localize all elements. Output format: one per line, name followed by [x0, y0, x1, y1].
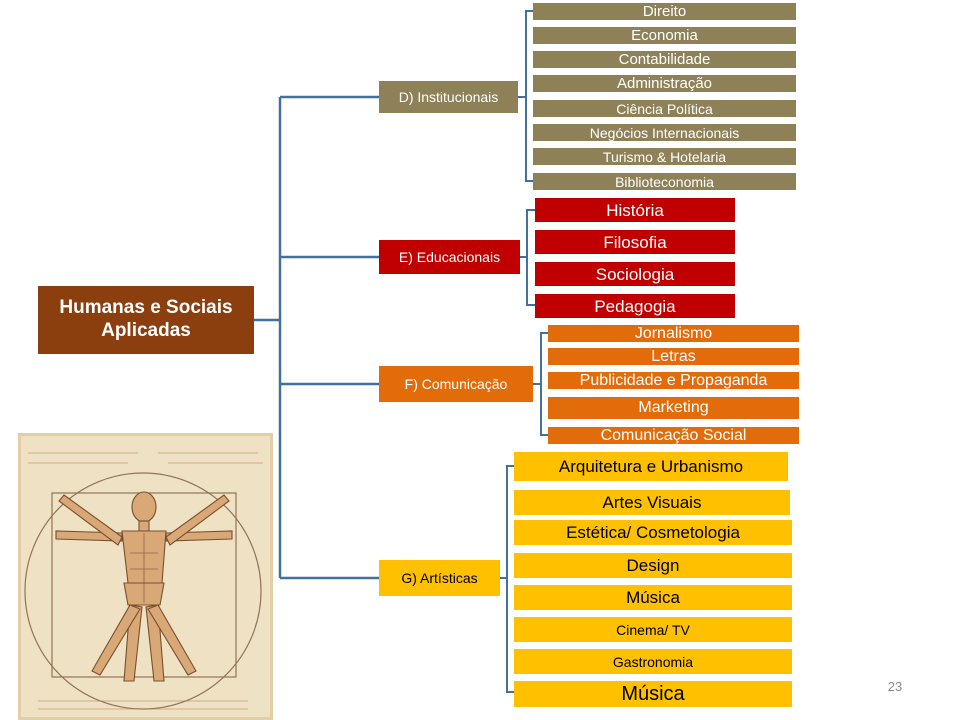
- leaf-jornalismo: Jornalismo: [548, 325, 799, 342]
- leaf-estetica-cosmetologia: Estética/ Cosmetologia: [514, 520, 792, 545]
- leaf-negocios-internacionais: Negócios Internacionais: [533, 124, 796, 141]
- leaf-economia: Economia: [533, 27, 796, 44]
- leaf-comunicacao-social: Comunicação Social: [548, 427, 799, 444]
- leaf-pedagogia: Pedagogia: [535, 294, 735, 318]
- leaf-musica: Música: [514, 585, 792, 610]
- leaf-turismo-hotelaria: Turismo & Hotelaria: [533, 148, 796, 165]
- leaf-marketing: Marketing: [548, 397, 799, 419]
- leaf-artes-visuais: Artes Visuais: [514, 490, 790, 515]
- leaf-letras: Letras: [548, 348, 799, 365]
- category-institucionais: D) Institucionais: [379, 81, 518, 113]
- leaf-gastronomia: Gastronomia: [514, 649, 792, 674]
- leaf-cinema-tv: Cinema/ TV: [514, 617, 792, 642]
- leaf-biblioteconomia: Biblioteconomia: [533, 173, 796, 190]
- leaf-musica-2: Música: [514, 681, 792, 707]
- page-number: 23: [887, 679, 903, 694]
- leaf-publicidade-propaganda: Publicidade e Propaganda: [548, 372, 799, 389]
- leaf-design: Design: [514, 553, 792, 578]
- category-artisticas: G) Artísticas: [379, 560, 500, 596]
- leaf-contabilidade: Contabilidade: [533, 51, 796, 68]
- leaf-historia: História: [535, 198, 735, 222]
- leaf-sociologia: Sociologia: [535, 262, 735, 286]
- leaf-administracao: Administração: [533, 75, 796, 92]
- leaf-filosofia: Filosofia: [535, 230, 735, 254]
- leaf-arquitetura-urbanismo: Arquitetura e Urbanismo: [514, 452, 788, 481]
- category-comunicacao: F) Comunicação: [379, 366, 533, 402]
- category-educacionais: E) Educacionais: [379, 240, 520, 274]
- root-node: Humanas e Sociais Aplicadas: [38, 286, 254, 354]
- vitruvian-man-illustration: [18, 433, 273, 720]
- leaf-ciencia-politica: Ciência Política: [533, 100, 796, 117]
- leaf-direito: Direito: [533, 3, 796, 20]
